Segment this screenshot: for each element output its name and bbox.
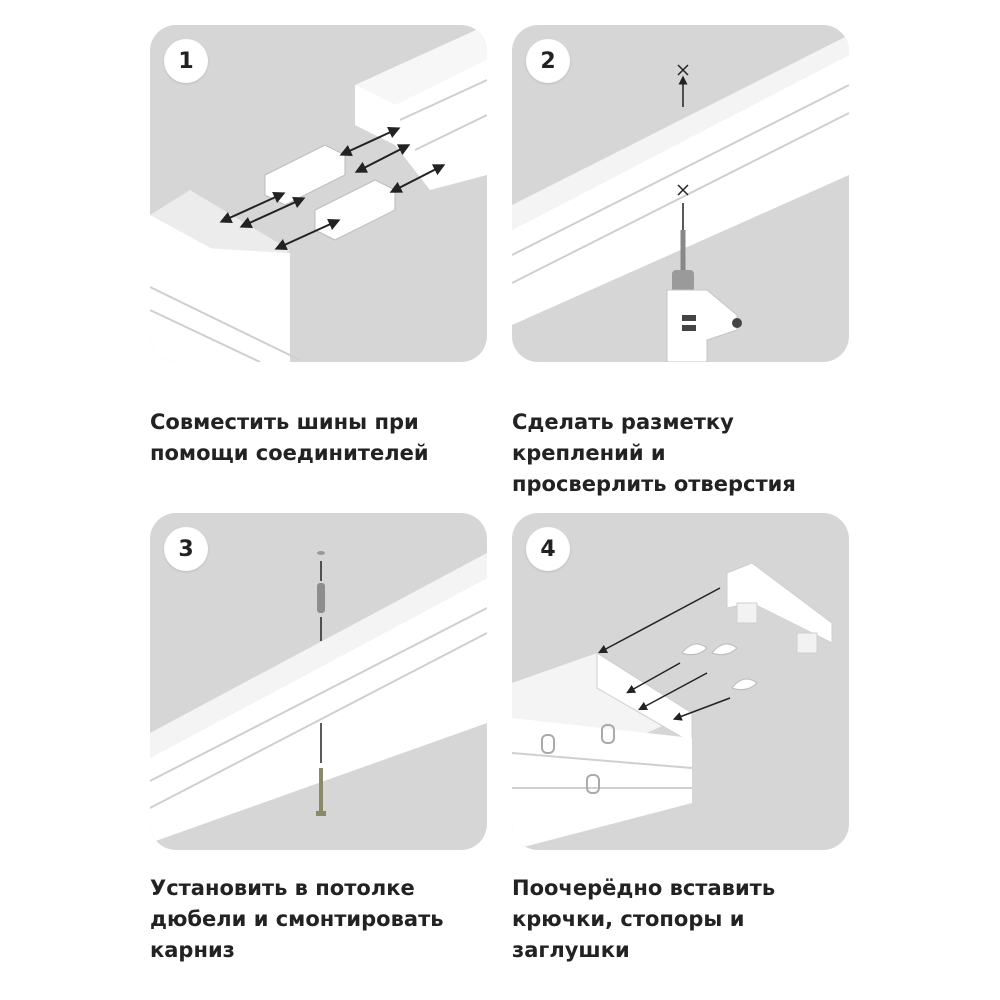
hook-icon xyxy=(541,724,615,794)
insert-hooks-illustration xyxy=(512,562,833,850)
drill-icon xyxy=(666,230,742,362)
step-2-illustration: 2 xyxy=(512,25,849,362)
curtain-rail xyxy=(512,35,849,325)
curtain-rail xyxy=(512,652,693,850)
step-caption: Сделать разметку креплений и просверлить… xyxy=(512,410,796,496)
step-number-badge: 4 xyxy=(526,527,570,571)
mark-and-drill-illustration xyxy=(512,35,849,362)
step-4-illustration: 4 xyxy=(512,513,849,850)
step-caption: Поочерёдно вставить крючки, стопоры и за… xyxy=(512,876,776,962)
step-number-badge: 1 xyxy=(164,39,208,83)
step-number-badge: 3 xyxy=(164,527,208,571)
rail-join-illustration xyxy=(150,25,487,362)
step-caption: Установить в потолке дюбели и смонтирова… xyxy=(150,876,444,962)
drill-mark-icon xyxy=(677,64,689,235)
rail-segment-left xyxy=(150,190,301,362)
end-cap-icon xyxy=(726,562,833,654)
screw-icon xyxy=(316,723,326,816)
step-3-illustration: 3 xyxy=(150,513,487,850)
stopper-icon xyxy=(681,643,758,691)
step-number-badge: 2 xyxy=(526,39,570,83)
alignment-arrows xyxy=(219,127,446,250)
step-1-illustration: 1 xyxy=(150,25,487,362)
insertion-arrows xyxy=(598,587,731,721)
connector-icon xyxy=(264,144,396,241)
step-caption: Совместить шины при помощи соединителей xyxy=(150,410,429,465)
rail-segment-right xyxy=(355,25,487,190)
dowel-icon xyxy=(317,551,325,641)
install-dowels-illustration xyxy=(150,551,487,843)
curtain-rail xyxy=(150,553,487,843)
